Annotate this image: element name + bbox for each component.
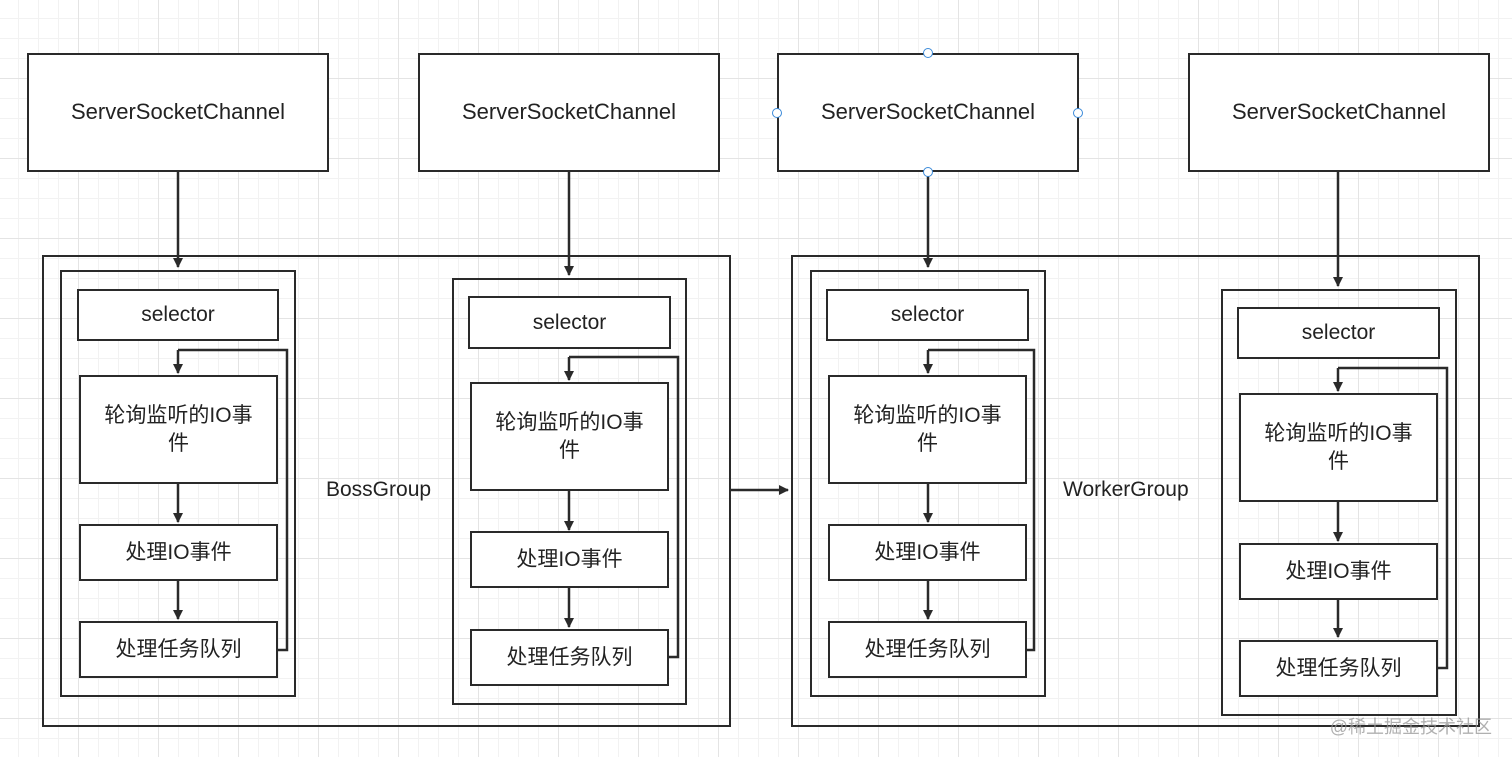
worker-group-frame[interactable] <box>791 255 1480 727</box>
event-loop-2-process-box[interactable]: 处理IO事件 <box>470 531 669 588</box>
loop4-feedback-path <box>1338 366 1449 670</box>
loop2-feedback-path <box>569 355 680 659</box>
event-loop-1-process-label: 处理IO事件 <box>125 540 232 564</box>
event-loop-2-selector[interactable]: selector <box>468 296 671 349</box>
resize-handle-bottom[interactable] <box>923 167 933 177</box>
event-loop-3-process-label: 处理IO事件 <box>874 540 981 564</box>
server-socket-channel-4-label: ServerSocketChannel <box>1231 99 1446 125</box>
event-loop-2-tasks-label: 处理任务队列 <box>506 645 633 669</box>
server-socket-channel-2[interactable]: ServerSocketChannel <box>418 53 720 172</box>
event-loop-3-tasks-label: 处理任务队列 <box>864 637 991 661</box>
event-loop-2-frame[interactable] <box>452 278 687 705</box>
event-loop-4-process-label: 处理IO事件 <box>1285 559 1392 583</box>
server-socket-channel-2-label: ServerSocketChannel <box>461 99 676 125</box>
event-loop-2-process-label: 处理IO事件 <box>516 547 623 571</box>
event-loop-3-frame[interactable] <box>810 270 1046 697</box>
server-socket-channel-1-label: ServerSocketChannel <box>70 99 285 125</box>
event-loop-4-frame[interactable] <box>1221 289 1457 716</box>
resize-handle-right[interactable] <box>1073 108 1083 118</box>
worker-group-label: WorkerGroup <box>1063 478 1189 501</box>
loop3-feedback-path <box>928 348 1036 652</box>
event-loop-4-poll-box[interactable]: 轮询监听的IO事件 <box>1239 393 1438 502</box>
server-socket-channel-3[interactable]: ServerSocketChannel <box>777 53 1079 172</box>
event-loop-2-selector-label: selector <box>532 310 607 334</box>
event-loop-1-selector-label: selector <box>141 303 215 327</box>
event-loop-3-tasks-box[interactable]: 处理任务队列 <box>828 621 1027 678</box>
event-loop-4-selector[interactable]: selector <box>1237 307 1440 359</box>
event-loop-3-selector[interactable]: selector <box>826 289 1029 341</box>
watermark: @稀土掘金技术社区 <box>1329 717 1492 737</box>
event-loop-2-poll-label: 轮询监听的IO事件 <box>495 411 644 462</box>
event-loop-1-poll-box[interactable]: 轮询监听的IO事件 <box>79 375 278 484</box>
event-loop-1-frame[interactable] <box>60 270 296 697</box>
event-loop-1-poll-label: 轮询监听的IO事件 <box>104 404 253 455</box>
event-loop-4-selector-label: selector <box>1301 321 1376 345</box>
server-socket-channel-4[interactable]: ServerSocketChannel <box>1188 53 1490 172</box>
server-socket-channel-3-label: ServerSocketChannel <box>820 99 1035 125</box>
server-socket-channel-1[interactable]: ServerSocketChannel <box>27 53 329 172</box>
event-loop-3-poll-box[interactable]: 轮询监听的IO事件 <box>828 375 1027 484</box>
event-loop-2-poll-box[interactable]: 轮询监听的IO事件 <box>470 382 669 491</box>
resize-handle-left[interactable] <box>772 108 782 118</box>
event-loop-3-selector-label: selector <box>890 303 965 327</box>
event-loop-1-process-box[interactable]: 处理IO事件 <box>79 524 278 581</box>
event-loop-4-tasks-label: 处理任务队列 <box>1275 656 1402 680</box>
event-loop-4-tasks-box[interactable]: 处理任务队列 <box>1239 640 1438 697</box>
event-loop-1-tasks-box[interactable]: 处理任务队列 <box>79 621 278 678</box>
boss-group-frame[interactable] <box>42 255 731 727</box>
event-loop-4-poll-label: 轮询监听的IO事件 <box>1264 422 1413 473</box>
resize-handle-top[interactable] <box>923 48 933 58</box>
loop1-feedback-path <box>178 348 289 652</box>
event-loop-2-tasks-box[interactable]: 处理任务队列 <box>470 629 669 686</box>
event-loop-1-selector[interactable]: selector <box>77 289 279 341</box>
event-loop-3-process-box[interactable]: 处理IO事件 <box>828 524 1027 581</box>
event-loop-1-tasks-label: 处理任务队列 <box>115 637 242 661</box>
event-loop-4-process-box[interactable]: 处理IO事件 <box>1239 543 1438 600</box>
boss-group-label: BossGroup <box>326 478 432 501</box>
event-loop-3-poll-label: 轮询监听的IO事件 <box>853 404 1002 455</box>
